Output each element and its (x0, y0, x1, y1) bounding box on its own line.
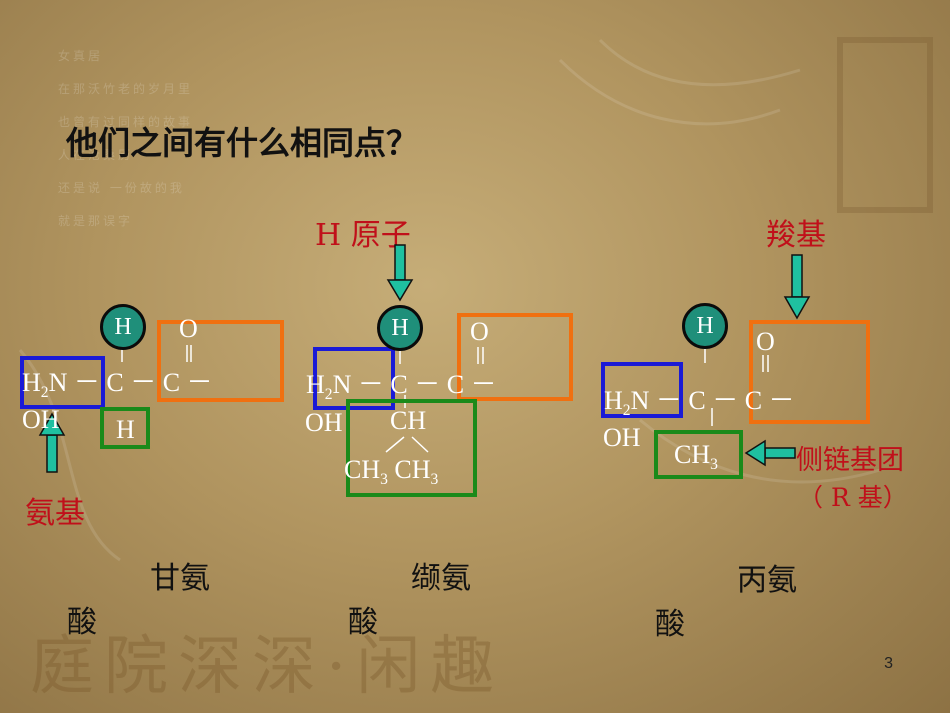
glycine-carboxyl-box (157, 320, 284, 402)
valine-r-ch3: CH3 CH3 (344, 455, 439, 489)
alanine-h-circle: H (682, 303, 728, 349)
alanine-carboxyl-box (749, 320, 870, 424)
poem-line: 在那沃竹老的岁月里 (58, 82, 194, 96)
valine-backbone: H2N － C － C － (306, 370, 497, 404)
glycine-r-group: H (116, 415, 135, 444)
alanine-r-group: CH3 (674, 440, 718, 474)
r-group-label: （ R 基） (798, 483, 908, 512)
background-calligraphy: 庭院深深·闲趣 (30, 630, 505, 704)
glycine-h-circle: H (100, 304, 146, 350)
alanine-hydroxyl: OH (603, 423, 641, 452)
carboxyl-label: 羧基 (766, 218, 826, 253)
glycine-amino-box (20, 356, 105, 409)
poem-line: 还是说 一份故的我 (58, 181, 185, 195)
valine-hydroxyl: OH (305, 408, 343, 437)
amino-label: 氨基 (25, 496, 85, 531)
alanine-r-box (654, 430, 743, 479)
page-number: 3 (884, 655, 893, 672)
valine-name-line2: 酸 (348, 605, 378, 640)
alanine-name-line1: 丙氨 (737, 563, 797, 598)
glycine-oxygen: O (179, 314, 198, 343)
valine-r-box (346, 399, 477, 497)
glycine-name-line2: 酸 (67, 605, 97, 640)
valine-amino-box (313, 347, 395, 410)
glycine-backbone: H2N － C － C － (22, 368, 213, 402)
valine-oxygen: O (470, 317, 489, 346)
valine-carboxyl-box (457, 313, 573, 401)
arrow-amino (38, 412, 66, 473)
poem-line: 人在沧桑历 (58, 148, 134, 162)
side-chain-label: 侧链基团 (796, 445, 904, 476)
glycine-hydroxyl: OH (22, 405, 60, 434)
glycine-r-box (100, 407, 150, 449)
alanine-name-line2: 酸 (655, 607, 685, 642)
valine-name-line1: 缬氨 (411, 561, 471, 596)
alanine-backbone: H2N － C － C － (604, 386, 795, 420)
poem-line: 就是那误字 (58, 214, 134, 228)
arrow-side-chain (744, 439, 796, 467)
alanine-amino-box (601, 362, 683, 418)
background-poem: 女真居 在那沃竹老的岁月里 也曾有过同样的故事 人在沧桑历 还是说 一份故的我 … (58, 40, 193, 238)
poem-line: 也曾有过同样的故事 (58, 115, 194, 129)
poem-line: 女真居 (58, 49, 104, 63)
valine-r-ch: CH (390, 406, 427, 435)
valine-h-circle: H (377, 305, 423, 351)
slide-title: 他们之间有什么相同点？ (66, 124, 419, 162)
arrow-h-atom (386, 244, 414, 302)
glycine-name-line1: 甘氨 (150, 561, 210, 596)
alanine-oxygen: O (756, 327, 775, 356)
arrow-carboxyl (783, 254, 811, 320)
